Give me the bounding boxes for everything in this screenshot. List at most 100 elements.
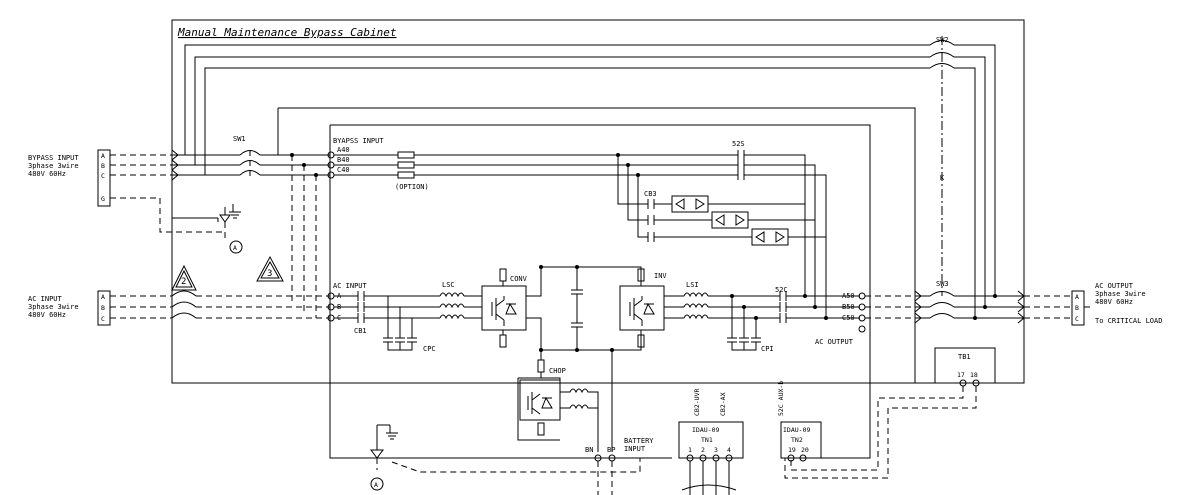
sw3-contacts: [929, 291, 955, 319]
ac-input-label-1: AC INPUT: [28, 295, 63, 303]
cb1-label: CB1: [354, 327, 367, 335]
ac-output-label-3: 480V 60Hz: [1095, 298, 1133, 306]
bottom-ground-dashed: [376, 458, 641, 473]
lsc-coils: [439, 292, 465, 320]
ac-output-dashed: [1024, 295, 1072, 319]
note-2-label: 2: [181, 277, 186, 287]
sw3-label: SW3: [936, 280, 949, 288]
ground-ref-circle: [229, 240, 243, 254]
tb1-term-17: 17: [957, 371, 965, 379]
cb3-feeders: [617, 155, 648, 238]
bypass-ground-triangle: [219, 207, 231, 223]
dc-bus: [526, 266, 642, 351]
conv-block: [481, 285, 527, 331]
ac-output-inner-label: AC OUTPUT: [815, 338, 854, 346]
byapss-input-label: BYAPSS INPUT: [333, 137, 384, 145]
tn1-term-4: 4: [727, 446, 731, 454]
tn2-term-19-circle: [787, 454, 795, 462]
bypass-dropdown-dashed: [291, 155, 305, 315]
bottom-ground-ref-label: A: [374, 481, 378, 489]
bp-label: BP: [607, 446, 615, 454]
ac-input-label-2: 3phase 3wire: [28, 303, 79, 311]
cpc-label: CPC: [423, 345, 436, 353]
scr-a-diodes: [675, 198, 705, 210]
52s-contacts: [737, 150, 745, 180]
ac-input-phase-b: B: [101, 304, 105, 312]
chop-block: [519, 379, 561, 421]
bypass-phase-c: C: [101, 172, 105, 180]
ground-ref-label: A: [233, 244, 237, 252]
node: [983, 305, 987, 309]
tb1-signal-dashed: [784, 386, 977, 479]
fuse-c: [397, 171, 415, 179]
fuse-b: [397, 161, 415, 169]
inv-block: [619, 285, 665, 331]
bypass-terminal-block: [97, 149, 111, 207]
sw1-lines: [172, 154, 330, 176]
ac-input-phase-a: A: [101, 293, 105, 301]
sw3-arrows: [914, 290, 922, 324]
node: [539, 265, 543, 269]
sw3-in: [915, 295, 930, 319]
cpi-caps: [727, 296, 761, 351]
ac-output-phase-a: A: [1075, 293, 1079, 301]
node: [616, 153, 620, 157]
tb1-label: TB1: [958, 353, 971, 361]
bypass-ground-icon: [229, 204, 241, 219]
chop-inductor: [560, 388, 599, 452]
chop-bottom-cap: [537, 422, 545, 436]
inverter-output-lines: [708, 295, 860, 319]
cb3-label: CB3: [644, 190, 657, 198]
tb1-block: [934, 347, 996, 384]
cb2-ax-label: CB2-AX: [719, 392, 727, 416]
ac-input-label-3: 480V 60Hz: [28, 311, 66, 319]
tn2-block: [780, 421, 822, 459]
cpc-caps: [383, 337, 417, 351]
node: [290, 153, 294, 157]
tn1-term-1: 1: [688, 446, 692, 454]
cb1-contacts: [357, 291, 365, 323]
bottom-ground-icon: [376, 424, 398, 450]
node: [626, 163, 630, 167]
bypass-input-label-2: 3phase 3wire: [28, 162, 79, 170]
bypass-ground-feeder: [110, 197, 222, 233]
node: [824, 316, 828, 320]
tn2-term-19: 19: [788, 446, 796, 454]
sw2-feed-lines: [184, 44, 930, 175]
b40-label: B40: [337, 156, 350, 164]
ac-input-inner-label: AC INPUT: [333, 282, 368, 290]
conv-bottom-cap: [499, 334, 507, 348]
b50-label: B50: [842, 303, 855, 311]
dc-link-caps: [571, 267, 583, 350]
cabinet-frame: [171, 19, 1025, 384]
fuse-a: [397, 151, 415, 159]
idau-2-label: IDAU-09: [783, 426, 810, 434]
cpc-leads: [387, 296, 413, 338]
idau-1-label: IDAU-09: [692, 426, 719, 434]
scr-b: [711, 211, 749, 229]
node: [610, 348, 614, 352]
to-critical-load-label: To CRITICAL LOAD: [1095, 317, 1162, 325]
node: [302, 163, 306, 167]
52s-label: 52S: [732, 140, 745, 148]
scr-a: [671, 195, 709, 213]
chop-frame: [517, 377, 561, 441]
ac-input-inner-lines: [334, 295, 440, 319]
ac-output-label-1: AC OUTPUT: [1095, 282, 1134, 290]
chop-igbt: [527, 392, 553, 415]
tn2-term-20-circle: [799, 454, 807, 462]
ac-output-phase-b: B: [1075, 304, 1079, 312]
tn2-term-20: 20: [801, 446, 809, 454]
battery-dashed: [597, 461, 613, 495]
bn-label: BN: [585, 446, 593, 454]
lsi-coils: [683, 292, 709, 320]
ac-input-phase-c: C: [101, 315, 105, 323]
conv-label: CONV: [510, 275, 528, 283]
bottom-ground-ref: [370, 477, 384, 491]
inv-igbt: [629, 296, 655, 326]
note-3-triangle: [256, 255, 284, 282]
c40-label: C40: [337, 166, 350, 174]
terminal-ground: [858, 325, 866, 333]
ups-enclosure-top-right: [330, 124, 871, 459]
scr-c-diodes: [755, 231, 785, 243]
